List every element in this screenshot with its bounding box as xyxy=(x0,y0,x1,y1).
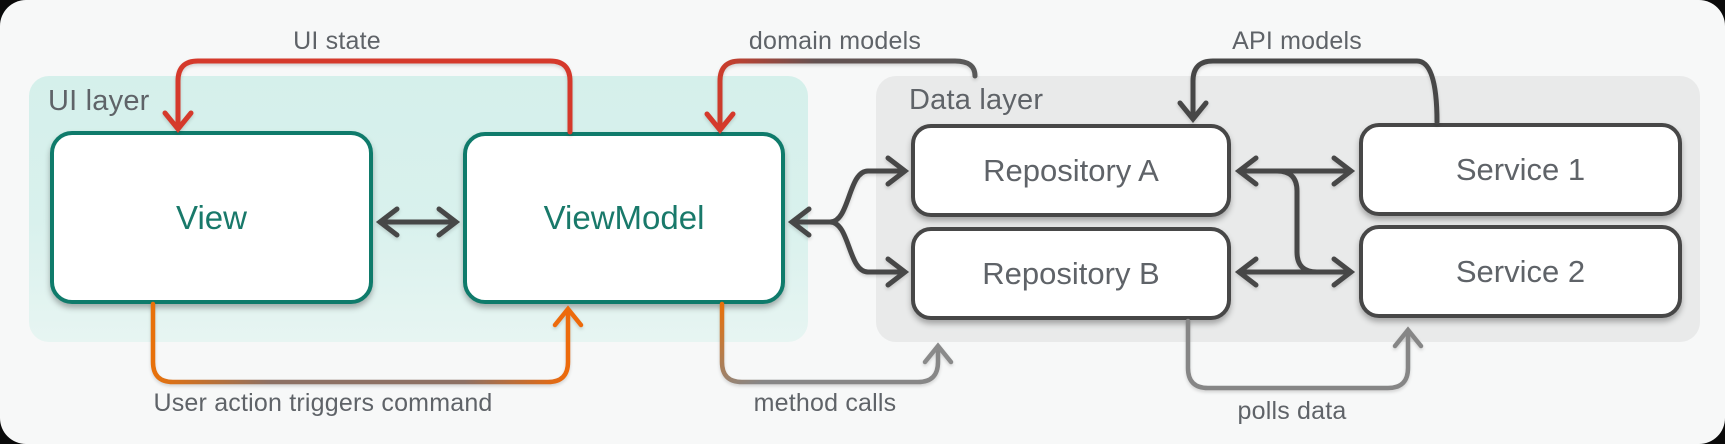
polls-data-annotation: polls data xyxy=(1237,397,1347,425)
api-models-annotation: API models xyxy=(1232,27,1362,55)
repository-a-label: Repository A xyxy=(983,152,1159,188)
repository-b-node: Repository B xyxy=(911,227,1231,320)
service-2-label: Service 2 xyxy=(1455,253,1586,289)
service-1-label: Service 1 xyxy=(1455,151,1586,187)
view-node-label: View xyxy=(176,198,247,236)
service-2-node: Service 2 xyxy=(1359,225,1682,318)
method-calls-annotation: method calls xyxy=(753,389,897,417)
data-layer-label: Data layer xyxy=(909,84,1044,116)
ui-state-annotation: UI state xyxy=(293,27,381,55)
viewmodel-node: ViewModel xyxy=(463,132,785,304)
domain-models-annotation: domain models xyxy=(748,27,922,55)
user-action-annotation: User action triggers command xyxy=(153,389,493,417)
service-1-node: Service 1 xyxy=(1359,123,1682,216)
method-calls-arrowhead-icon xyxy=(922,342,954,365)
ui-layer-label: UI layer xyxy=(48,85,150,117)
view-node: View xyxy=(50,131,373,304)
repository-a-node: Repository A xyxy=(911,124,1231,217)
viewmodel-node-label: ViewModel xyxy=(543,199,705,236)
repository-b-label: Repository B xyxy=(982,255,1160,291)
